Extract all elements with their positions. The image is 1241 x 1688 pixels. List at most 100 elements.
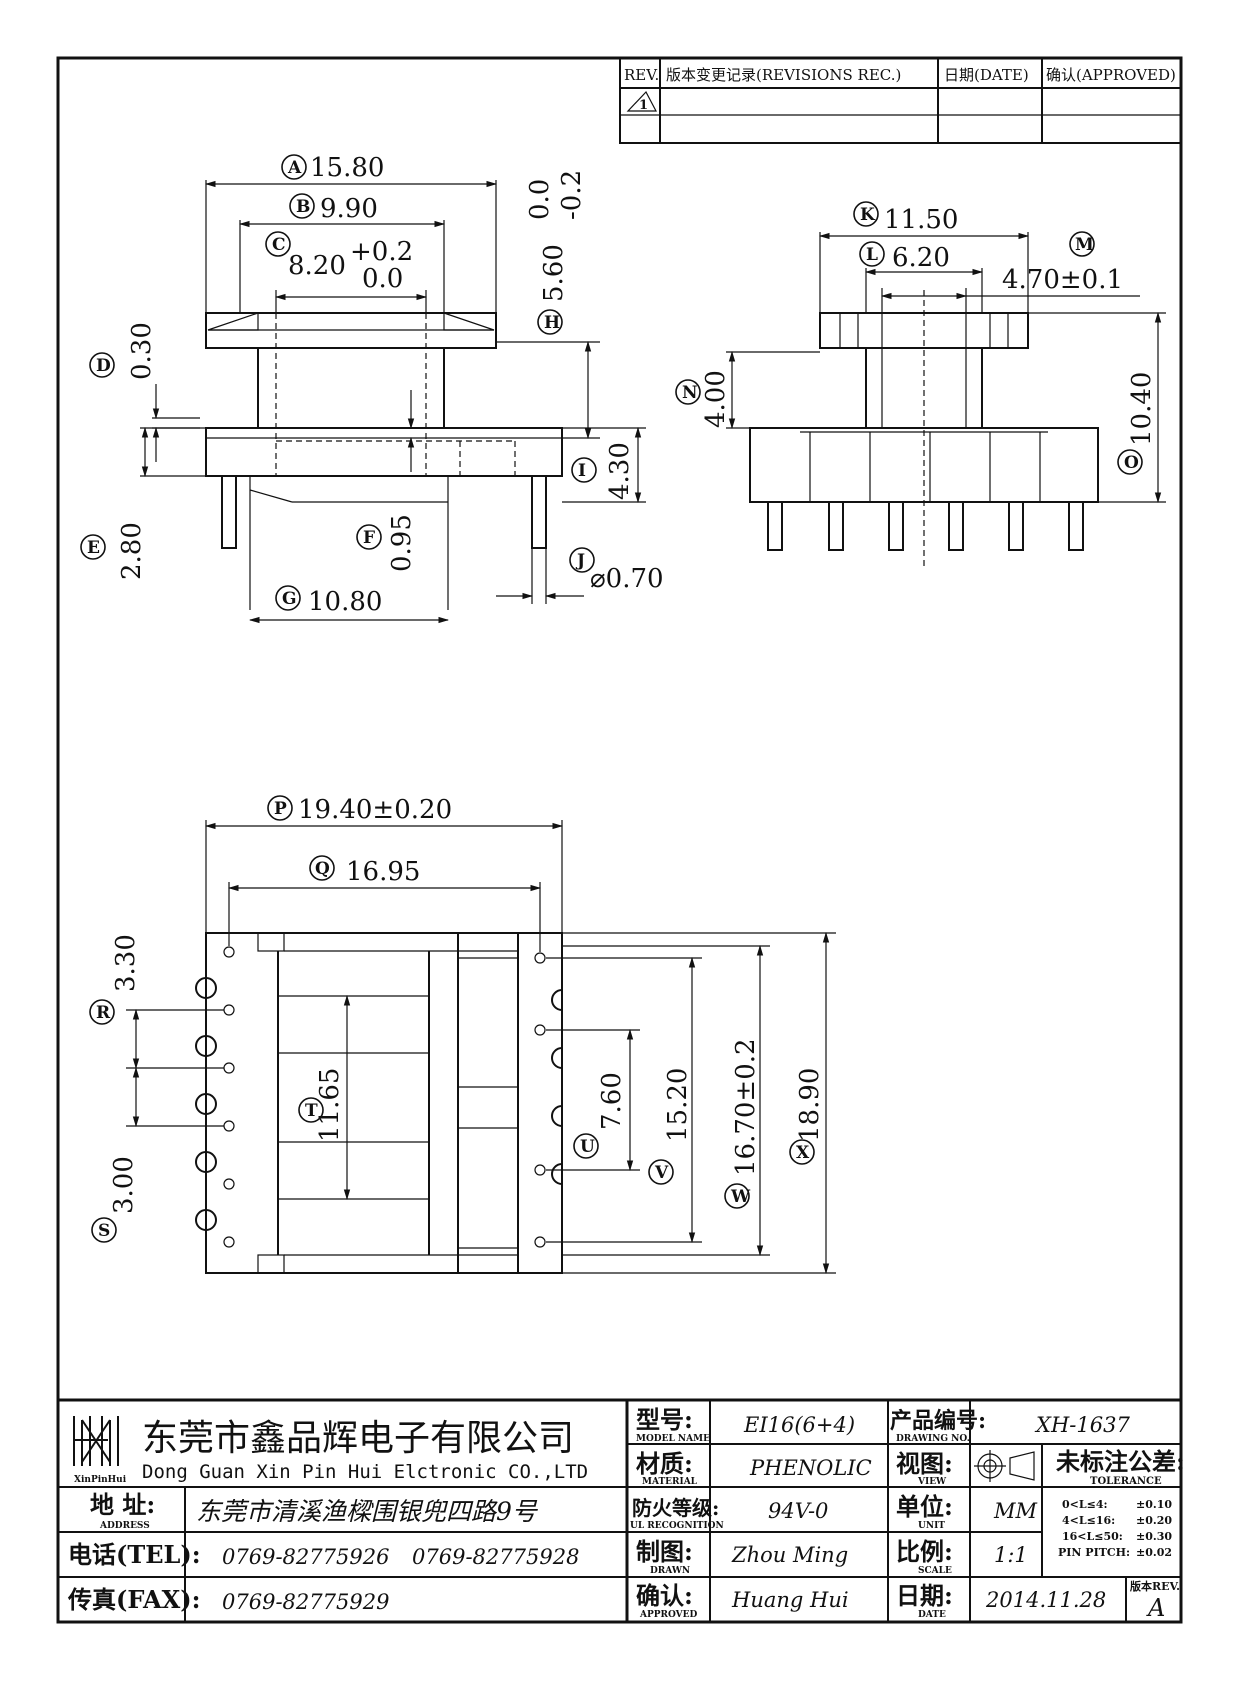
svg-text:材质:: 材质:: [636, 1449, 693, 1478]
svg-text:U: U: [580, 1137, 595, 1157]
svg-text:P: P: [274, 799, 287, 819]
approved-value: Huang Hui: [731, 1588, 849, 1612]
svg-text:5.60: 5.60: [539, 244, 569, 302]
svg-text:地 址:: 地 址:: [90, 1490, 155, 1519]
company-name-cn: 东莞市鑫品辉电子有限公司: [142, 1418, 574, 1459]
svg-text:VIEW: VIEW: [917, 1477, 947, 1487]
svg-text:W: W: [730, 1187, 751, 1207]
svg-text:XinPinHui: XinPinHui: [74, 1475, 127, 1485]
svg-text:2.80: 2.80: [117, 522, 147, 580]
svg-text:19.40±0.20: 19.40±0.20: [298, 795, 452, 825]
svg-text:7.60: 7.60: [597, 1072, 627, 1130]
address-value: 东莞市清溪渔樑围银兜四路9号: [196, 1497, 539, 1526]
svg-text:O: O: [1124, 453, 1139, 473]
dim-M: M 4.70±0.1: [880, 231, 1140, 300]
rev-header: REV.: [624, 66, 659, 84]
svg-text:V: V: [654, 1163, 669, 1183]
date-value: 2014.11.28: [985, 1588, 1106, 1612]
dim-A: A 15.80: [204, 153, 498, 313]
svg-text:4.00: 4.00: [701, 370, 731, 428]
svg-text:型号:: 型号:: [636, 1405, 693, 1434]
svg-text:DRAWN: DRAWN: [650, 1566, 690, 1576]
svg-text:3.00: 3.00: [109, 1156, 139, 1214]
dim-E: E 2.80: [80, 426, 206, 580]
svg-text:4<L≤16:: 4<L≤16:: [1062, 1514, 1115, 1527]
svg-text:10.80: 10.80: [308, 587, 382, 617]
svg-text:视图:: 视图:: [896, 1449, 953, 1478]
svg-text:4.30: 4.30: [605, 442, 635, 500]
svg-text:Q: Q: [315, 859, 330, 879]
svg-text:10.40: 10.40: [1127, 372, 1157, 446]
revision-triangle-icon: 1: [626, 90, 657, 113]
model-value: EI16(6+4): [743, 1413, 855, 1437]
material-value: PHENOLIC: [749, 1456, 872, 1480]
drawn-value: Zhou Ming: [731, 1543, 848, 1567]
svg-text:0.0: 0.0: [362, 264, 403, 294]
dim-Q: Q 16.95: [227, 855, 542, 952]
fire-rating-value: 94V-0: [768, 1499, 828, 1523]
dim-C: C 8.20 +0.2 0.0: [265, 231, 428, 313]
svg-text:9.90: 9.90: [320, 194, 378, 224]
dim-H: H 5.60 0.0 -0.2: [496, 170, 600, 440]
svg-text:UL RECOGNITION: UL RECOGNITION: [630, 1521, 724, 1531]
svg-text:制图:: 制图:: [636, 1537, 693, 1566]
tel-value-1: 0769-82775926: [222, 1545, 389, 1569]
dim-K: K 11.50: [818, 201, 1030, 313]
dim-F: F 0.95: [356, 390, 417, 572]
svg-text:G: G: [282, 589, 297, 609]
svg-text:M: M: [1075, 235, 1094, 255]
svg-text:I: I: [578, 461, 586, 481]
svg-text:4.70±0.1: 4.70±0.1: [1002, 265, 1123, 295]
svg-text:PIN PITCH:: PIN PITCH:: [1058, 1546, 1130, 1559]
svg-text:单位:: 单位:: [896, 1492, 953, 1521]
dim-J: J ⌀0.70: [496, 547, 664, 604]
svg-text:N: N: [682, 383, 698, 403]
dim-X: X 18.90: [562, 931, 836, 1275]
svg-text:防火等级:: 防火等级:: [632, 1496, 719, 1520]
bottom-view: [195, 932, 563, 1274]
svg-text:16.95: 16.95: [346, 857, 420, 887]
dim-I: I 4.30: [562, 426, 646, 504]
svg-text:16.70±0.2: 16.70±0.2: [731, 1038, 761, 1176]
svg-text:-0.2: -0.2: [557, 170, 587, 220]
svg-text:MODEL NAME: MODEL NAME: [636, 1434, 710, 1444]
svg-text:F: F: [363, 528, 375, 548]
dim-D: D 0.30: [89, 322, 200, 462]
svg-text:UNIT: UNIT: [918, 1521, 945, 1531]
svg-text:+0.2: +0.2: [350, 237, 413, 267]
dim-N: N 4.00: [675, 350, 820, 430]
revision-table: REV. 版本变更记录(REVISIONS REC.) 日期(DATE) 确认(…: [619, 57, 1182, 144]
svg-text:DATE: DATE: [918, 1610, 946, 1620]
svg-text:日期:: 日期:: [896, 1581, 953, 1610]
changes-header: 版本变更记录(REVISIONS REC.): [666, 66, 901, 84]
svg-text:0<L≤4:: 0<L≤4:: [1062, 1498, 1108, 1511]
svg-text:电话(TEL):: 电话(TEL):: [68, 1540, 201, 1569]
drawing-number-value: XH-1637: [1034, 1413, 1130, 1437]
approved-header: 确认(APPROVED): [1046, 66, 1176, 84]
svg-text:A: A: [287, 158, 302, 178]
dim-B: B 9.90: [238, 193, 446, 313]
third-angle-projection-icon: [974, 1450, 1035, 1482]
svg-text:DRAWING NO.: DRAWING NO.: [896, 1434, 970, 1444]
dim-T: T 11.65: [298, 994, 351, 1201]
svg-text:15.80: 15.80: [310, 153, 384, 183]
dim-L: L 6.20: [859, 241, 984, 313]
svg-text:E: E: [87, 538, 100, 558]
svg-text:±0.10: ±0.10: [1136, 1498, 1172, 1511]
tolerance-table: 0<L≤4: ±0.10 4<L≤16: ±0.20 16<L≤50: ±0.3…: [1058, 1498, 1172, 1559]
svg-text:SCALE: SCALE: [918, 1566, 952, 1576]
svg-text:18.90: 18.90: [795, 1068, 825, 1142]
company-logo-icon: XinPinHui: [73, 1416, 127, 1485]
svg-text:ADDRESS: ADDRESS: [99, 1521, 150, 1531]
dim-R: R 3.30: [89, 934, 224, 1070]
svg-text:1: 1: [639, 98, 648, 113]
dim-P: P 19.40±0.20: [204, 795, 564, 933]
svg-text:11.65: 11.65: [315, 1068, 345, 1142]
svg-text:产品编号:: 产品编号:: [890, 1408, 986, 1434]
svg-text:B: B: [296, 197, 310, 217]
svg-text:±0.02: ±0.02: [1136, 1546, 1172, 1559]
dim-V: V 15.20: [546, 956, 702, 1244]
tel-value-2: 0769-82775928: [412, 1545, 579, 1569]
svg-text:0.30: 0.30: [127, 322, 157, 380]
